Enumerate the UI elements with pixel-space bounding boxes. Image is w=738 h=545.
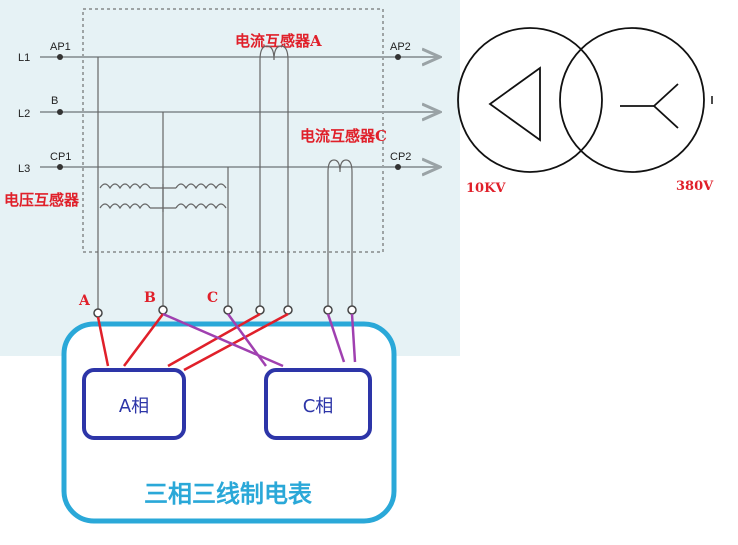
terminal-b [158,305,168,315]
terminal-ct-a1 [255,305,265,315]
label-ap1: AP1 [50,41,71,53]
phase-a-label: A相 [119,396,149,417]
phase-c-box [264,368,372,440]
terminal-ct-c2 [347,305,357,315]
terminal-c [223,305,233,315]
terminal-a-label: A [78,293,91,309]
label-l3: L3 [18,163,30,175]
ap1-dot [57,54,63,60]
terminal-c-label: C [207,290,218,306]
meter-title: 三相三线制电表 [144,480,313,508]
voltage-transformer [97,57,229,310]
label-380v: 380V [676,179,714,194]
label-l1: L1 [18,52,30,64]
purple-wires [162,312,357,368]
terminal-ct-c1 [323,305,333,315]
primary-circle [457,27,603,173]
vt-label: 电压互感器 [4,191,80,209]
ct-a-label: 电流互感器A [235,32,322,50]
dashed-enclosure [82,8,384,253]
label-ap2: AP2 [390,41,411,53]
wye-arm-down [653,105,679,129]
phase-a-box [82,368,186,440]
panel-background [0,0,460,356]
secondary-circle [559,27,705,173]
wye-arm-up [653,83,679,107]
label-cp1: CP1 [50,151,71,163]
label-b: B [51,95,58,107]
ct-c-label: 电流互感器C [300,127,387,145]
ct-a-coil [259,45,289,310]
ct-c-coil [327,159,353,310]
b-dot [57,109,63,115]
transformer-symbol [457,27,705,173]
terminal-a [93,308,103,318]
phase-c-label: C相 [303,396,334,417]
label-cp2: CP2 [390,151,411,163]
ap2-dot [395,54,401,60]
red-wires [96,312,289,372]
cp1-dot [57,164,63,170]
delta-icon [488,66,541,142]
terminal-ct-a2 [283,305,293,315]
cp2-dot [395,164,401,170]
terminal-b-label: B [144,290,156,306]
label-10kv: 10KV [466,181,506,196]
label-l2: L2 [18,108,30,120]
